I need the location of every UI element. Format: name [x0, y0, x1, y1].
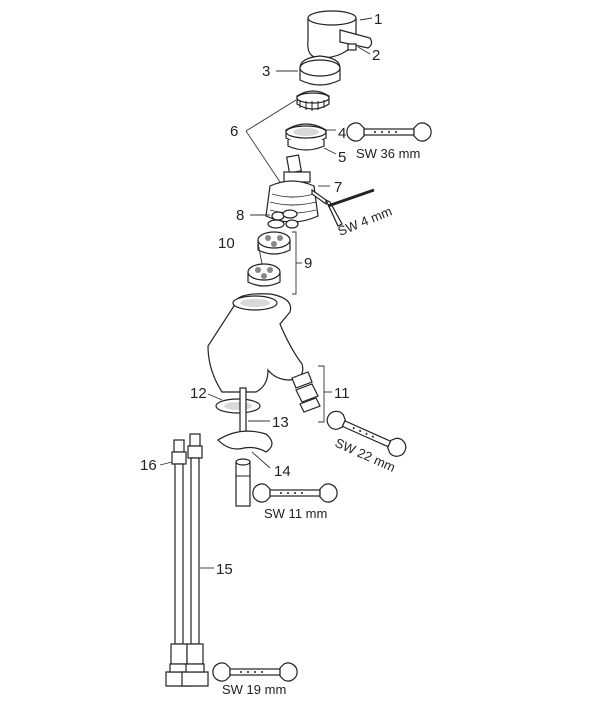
valve-disc-lower: [247, 263, 281, 287]
part-label-8: 8: [236, 207, 244, 224]
wrench-sw11: [252, 483, 338, 503]
lever-handle: [307, 10, 373, 59]
part-label-2: 2: [372, 47, 380, 64]
base-washer: [215, 398, 261, 414]
aerator: [291, 371, 321, 413]
o-rings: [267, 209, 299, 229]
set-screw: [347, 43, 357, 51]
threaded-stud: [239, 387, 247, 437]
wrench-label-sw4: SW 4 mm: [336, 203, 395, 238]
part-label-14: 14: [274, 463, 291, 480]
part-label-11: 11: [334, 385, 350, 402]
part-label-7: 7: [334, 179, 342, 196]
supply-hose-right: [181, 433, 209, 687]
part-label-5: 5: [338, 149, 346, 166]
faucet-body: [207, 293, 304, 393]
threaded-ring: [296, 90, 330, 111]
part-label-3: 3: [262, 63, 270, 80]
part-label-15: 15: [216, 561, 233, 578]
allen-key: [311, 188, 375, 227]
cover-ring: [299, 55, 341, 86]
wrench-sw36: [346, 122, 432, 142]
wrench-label-sw36: SW 36 mm: [356, 146, 420, 161]
valve-disc-upper: [257, 231, 291, 255]
part-label-16: 16: [140, 457, 157, 474]
wrench-label-sw19: SW 19 mm: [222, 682, 286, 697]
wrench-sw19: [212, 662, 298, 682]
part-label-9: 9: [304, 255, 312, 272]
leader-lines: [159, 17, 373, 569]
part-label-10: 10: [218, 235, 235, 252]
supply-hose-left: [165, 439, 193, 687]
cartridge-nut: [285, 123, 327, 151]
wrench-label-sw11: SW 11 mm: [264, 506, 327, 521]
horseshoe-bracket: [217, 430, 273, 453]
part-label-6: 6: [230, 123, 238, 140]
part-label-1: 1: [374, 11, 382, 28]
part-label-13: 13: [272, 414, 289, 431]
fixing-nut: [235, 458, 251, 507]
part-label-12: 12: [190, 385, 207, 402]
part-label-4: 4: [338, 125, 346, 142]
